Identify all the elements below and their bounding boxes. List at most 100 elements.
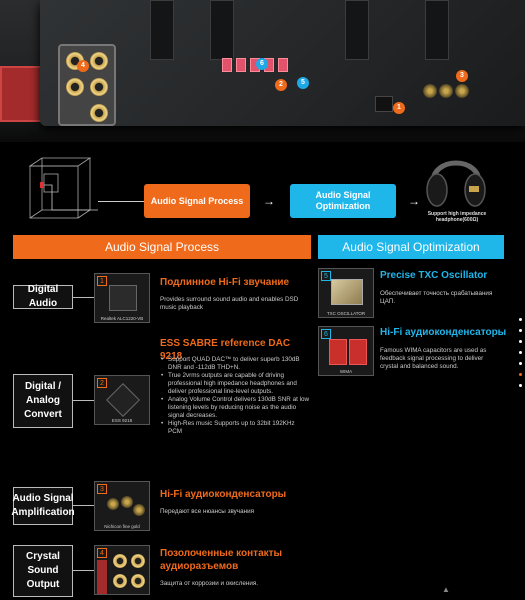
capacitor-image [107,498,119,510]
gold-jack [113,554,127,568]
header-pin [278,58,288,72]
bullet-item: True 2vrms outputs are capable of drivin… [160,372,310,396]
nav-dot[interactable] [519,351,522,354]
feature-title: Позолоченные контакты аудиоразъемов [160,548,283,572]
headphone-icon [426,160,486,207]
feature-desc: Famous WIMA capacitors are used as feedb… [380,347,487,370]
nav-dot[interactable] [519,384,522,387]
nav-dot[interactable] [519,362,522,365]
feature-title: Hi-Fi аудиоконденсаторы [380,327,507,338]
gold-jack [131,574,145,588]
connector-line [73,570,94,571]
pc-case-icon [28,157,98,219]
gold-jack [90,104,108,122]
row-label-audio-signal-amplification: Audio Signal Amplification [11,487,75,525]
row-label-text: Digital / Analog Convert [24,381,62,420]
feature-title: Precise TXC Oscillator [380,270,488,281]
chip-image [109,285,137,311]
txc-oscillator-thumbnail: 5 TXC OSCILLATOR [318,268,374,318]
marker-badge: 6 [256,58,268,70]
row-label-text: Audio Signal Amplification [11,493,75,518]
thumb-caption: WIMA [339,369,353,374]
port-image [97,560,107,594]
thumb-number: 5 [321,271,331,281]
pcie-slot [150,0,174,60]
chip-image [106,383,140,417]
feature-desc: Обеспечивает точность срабатывания ЦАП. [380,290,493,305]
scroll-top-icon[interactable]: ▲ [442,585,450,594]
marker-badge: 5 [297,77,309,89]
audio-jack-block [58,44,116,126]
thumb-number: 6 [321,329,331,339]
connector-line [73,505,94,506]
header-pin [222,58,232,72]
feature-title: Подлинное Hi-Fi звучание [160,277,290,288]
thumb-number: 3 [97,484,107,494]
feature-bullets: Support QUAD DAC™ to deliver superb 130d… [160,356,310,436]
gold-jack [66,78,84,96]
gold-jack [90,52,108,70]
pcie-slot [210,0,234,60]
gold-jack [131,554,145,568]
bullet-item: Support QUAD DAC™ to deliver superb 130d… [160,356,310,372]
signal-flow-diagram: Audio Signal Process → Audio Signal Opti… [0,142,525,232]
gold-capacitor [455,84,469,98]
feature-title: Hi-Fi аудиоконденсаторы [160,489,287,500]
audio-signal-process-box: Audio Signal Process [144,184,250,218]
bullet-item: High-Res music Supports up to 32bit 192K… [160,420,310,436]
marker-badge: 3 [456,70,468,82]
nav-dot[interactable] [519,329,522,332]
capacitor-image [349,339,367,365]
gold-jack [90,78,108,96]
capacitor-image [329,339,347,365]
thumb-caption: TXC OSCILLATOR [326,311,366,316]
capacitor-image [133,504,145,516]
thumb-caption: Nichicon fine gold [104,524,140,529]
capacitor-image [121,496,133,508]
pcie-slot [425,0,449,60]
feature-desc: Provides surround sound audio and enable… [160,296,299,311]
gold-jack-thumbnail: 4 [94,545,150,595]
audio-signal-optimization-box: Audio Signal Optimization [290,184,396,218]
row-label-digital-analog-convert: Digital / Analog Convert [13,374,73,428]
gold-capacitor [423,84,437,98]
section-header-optimization: Audio Signal Optimization [318,235,504,259]
section-header-process: Audio Signal Process [13,235,311,259]
nichicon-capacitor-thumbnail: 3 Nichicon fine gold [94,481,150,531]
wima-capacitor-thumbnail: 6 WIMA [318,326,374,376]
bullet-item: Analog Volume Control delivers 130dB SNR… [160,396,310,420]
row-label-digital-audio: Digital Audio [13,284,73,309]
feature-desc: Передают все нюансы звучания [160,508,254,515]
thumb-number: 2 [97,378,107,388]
thumb-number: 1 [97,276,107,286]
connector-line [73,400,94,401]
arrow-right-icon: → [263,194,275,208]
marker-badge: 2 [275,79,287,91]
marker-badge: 1 [393,102,405,114]
thumb-caption: Realtek ALC1220-VB [100,316,144,321]
marker-badge: 4 [77,60,89,72]
thumb-number: 4 [97,548,107,558]
red-usb-port-image [0,66,44,122]
motherboard-photo: 4 6 5 2 3 1 [0,0,525,142]
nav-dot-active[interactable] [519,373,522,376]
arrow-right-icon: → [408,194,420,208]
ess-dac-thumbnail: 2 ESS 9218 [94,375,150,425]
row-label-text: Crystal Sound Output [26,551,60,590]
page-nav-dots[interactable] [519,318,523,395]
header-pin [236,58,246,72]
feature-desc: Защита от коррозии и окисления. [160,580,259,587]
audio-chip [375,96,393,112]
gold-jack [113,574,127,588]
row-label-crystal-sound-output: Crystal Sound Output [13,545,73,597]
oscillator-image [331,279,363,305]
thumb-caption: ESS 9218 [111,418,133,423]
nav-dot[interactable] [519,318,522,321]
headphone-caption: Support high impedance headphone(600Ω) [427,211,487,223]
flow-line [98,201,144,202]
nav-dot[interactable] [519,340,522,343]
realtek-chip-thumbnail: 1 Realtek ALC1220-VB [94,273,150,323]
gold-capacitor [439,84,453,98]
connector-line [73,297,94,298]
pcie-slot [345,0,369,60]
